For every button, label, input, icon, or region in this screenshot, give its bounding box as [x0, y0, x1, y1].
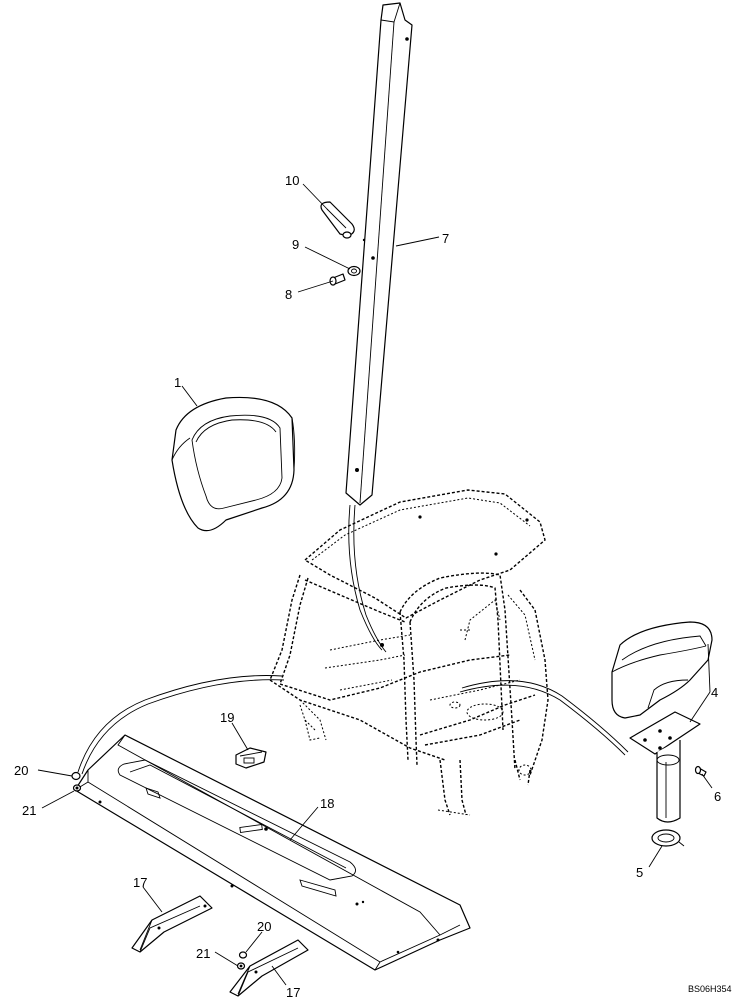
drawing-reference: BS06H354 [688, 984, 732, 994]
armrest-part-4[interactable] [611, 621, 713, 823]
bracket-part-17-left[interactable] [131, 895, 213, 953]
callout-20-upper: 20 [14, 763, 28, 778]
callout-6: 6 [714, 789, 721, 804]
panel-part-18[interactable] [74, 734, 471, 971]
screw-part-6[interactable] [694, 765, 707, 777]
callout-17-right: 17 [286, 985, 300, 1000]
callout-5: 5 [636, 865, 643, 880]
cab-frame [269, 489, 549, 816]
callout-1: 1 [174, 375, 181, 390]
callout-4: 4 [711, 685, 718, 700]
fastener-part-20-upper[interactable] [71, 771, 81, 781]
fastener-part-21-upper[interactable] [72, 784, 82, 792]
bolt-part-8[interactable] [329, 273, 346, 286]
callout-7: 7 [442, 231, 449, 246]
callout-8: 8 [285, 287, 292, 302]
bracket-part-17-right[interactable] [229, 939, 309, 997]
callout-9: 9 [292, 237, 299, 252]
rail-post-part-7[interactable] [345, 2, 413, 506]
callout-17-left: 17 [133, 875, 147, 890]
handle-grip-part-10[interactable] [320, 201, 355, 239]
leader-lines [37, 183, 713, 986]
callout-10: 10 [285, 173, 299, 188]
latch-part-19[interactable] [235, 747, 267, 769]
back-cushion-part-1[interactable] [171, 396, 296, 532]
washer-part-9[interactable] [347, 265, 361, 277]
callout-19: 19 [220, 710, 234, 725]
cable-harness [77, 504, 629, 775]
collar-part-5[interactable] [651, 829, 685, 847]
fastener-part-20-lower[interactable] [238, 951, 248, 959]
callout-18: 18 [320, 796, 334, 811]
callout-20-lower: 20 [257, 919, 271, 934]
callout-21-lower: 21 [196, 946, 210, 961]
fastener-part-21-lower[interactable] [236, 962, 246, 970]
callout-21-upper: 21 [22, 803, 36, 818]
callout-labels: 1 4 5 6 7 8 9 10 17 17 18 19 20 20 21 21 [14, 173, 721, 1000]
